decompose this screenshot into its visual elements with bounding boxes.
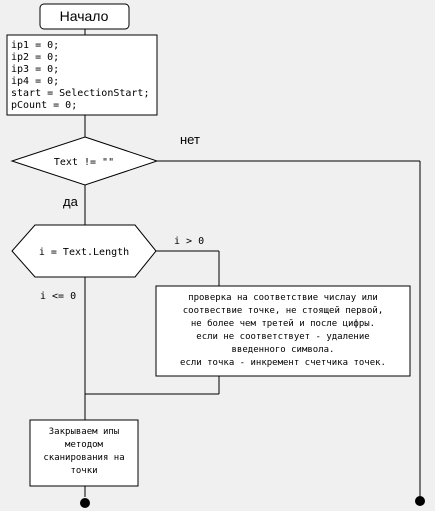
process-line: если не соответствует - удаление [196,332,369,342]
final-line: Закрываем ипы [49,427,119,437]
process-line: соотвествие точке, не стоящей первой, [183,306,383,316]
final-line: методом [65,440,104,450]
init-line: ip2 = 0; [11,52,59,63]
init-line: pCount = 0; [11,100,77,111]
init-box [6,34,158,116]
process-line: если точка - инкремент счетчика точек. [180,358,386,368]
process-node: проверка на соответствие числау или соот… [155,285,411,377]
process-box [155,285,411,377]
start-node: Начало [39,3,130,30]
decision-node: Text != "" [10,136,159,186]
process-line: не более чем третей и после цифры. [191,318,375,329]
end-point-left [80,498,90,508]
start-box [39,3,130,30]
label-no: нет [180,132,200,147]
final-line: точки [70,466,97,476]
label-i-greater: i > 0 [174,236,204,247]
final-line: сканирования на [43,453,124,463]
connectors [84,29,421,497]
init-line: ip1 = 0; [11,40,59,51]
loop-text: i = Text.Length [39,247,129,258]
init-line: start = SelectionStart; [11,88,149,99]
start-label: Начало [60,8,109,24]
init-node: ip1 = 0; ip2 = 0; ip3 = 0; ip4 = 0; star… [6,34,158,116]
final-node: Закрываем ипы методом сканирования на то… [29,419,139,487]
loop-node: i = Text.Length [11,224,157,278]
process-line: введенного символа. [232,345,335,355]
decision-diamond [10,136,159,186]
label-i-less-equal: i <= 0 [40,291,76,302]
init-line: ip3 = 0; [11,64,59,75]
label-yes: да [63,194,79,209]
final-box [29,419,139,487]
init-line: ip4 = 0; [11,76,59,87]
process-line: проверка на соответствие числау или [188,293,378,303]
loop-hexagon [11,224,157,278]
decision-text: Text != "" [54,157,114,168]
end-point-right [415,496,425,506]
